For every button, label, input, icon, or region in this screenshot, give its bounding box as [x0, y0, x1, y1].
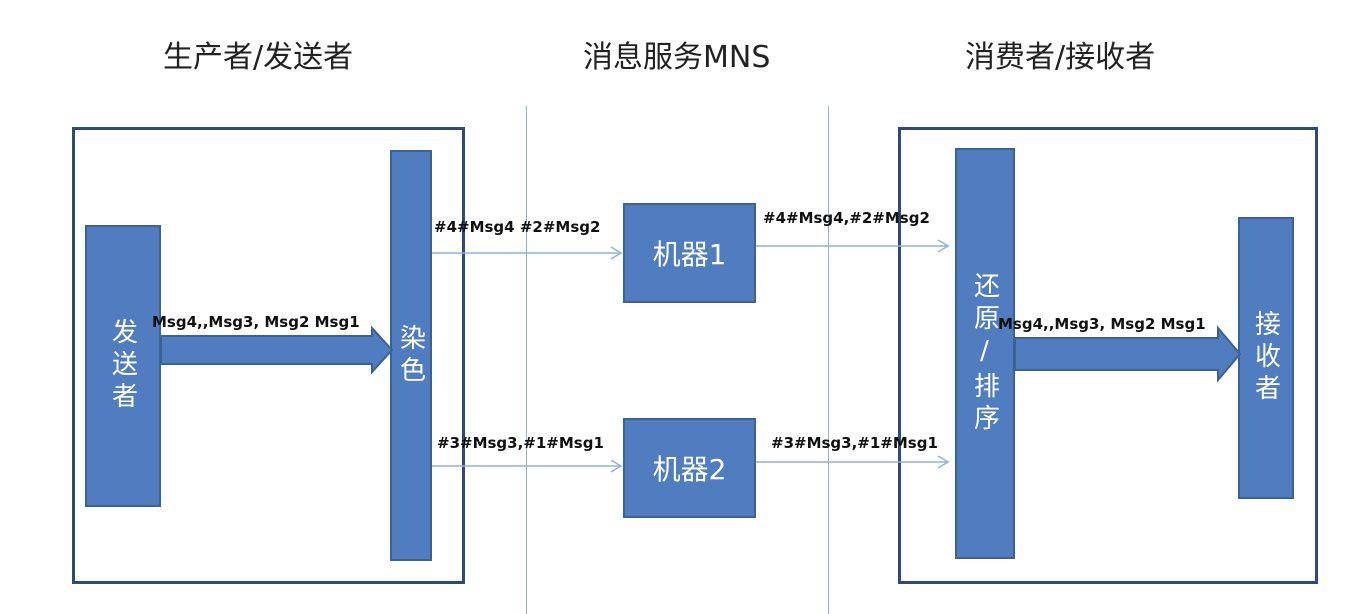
sender-to-dye-label: Msg4,,Msg3, Msg2 Msg1: [152, 313, 360, 331]
machine2-label: 机器2: [652, 453, 727, 486]
m2-to-restore-label: #3#Msg3,#1#Msg1: [771, 434, 938, 452]
sender-block: 发送者: [85, 225, 161, 507]
restore-sort-block: 还原/排序: [955, 148, 1015, 559]
sender-block-label: 发送者: [107, 318, 138, 414]
mns-left-divider: [526, 106, 527, 614]
service-heading: 消息服务MNS: [583, 40, 771, 75]
dye-block-label: 染色: [395, 323, 426, 388]
mns-right-divider: [828, 106, 829, 614]
consumer-heading: 消费者/接收者: [965, 40, 1156, 75]
restore-to-receiver-arrow: [1014, 325, 1242, 383]
receiver-block: 接收者: [1238, 217, 1294, 499]
machine2-block: 机器2: [623, 418, 756, 518]
producer-heading: 生产者/发送者: [163, 40, 354, 75]
dye-to-m2-label: #3#Msg3,#1#Msg1: [437, 434, 604, 452]
restore-sort-block-label: 还原/排序: [969, 271, 1000, 436]
dye-block: 染色: [390, 150, 432, 561]
machine1-label: 机器1: [652, 238, 727, 271]
sender-to-dye-arrow: [160, 325, 394, 375]
m1-to-restore-label: #4#Msg4,#2#Msg2: [763, 209, 930, 227]
dye-to-m1-label: #4#Msg4 #2#Msg2: [434, 218, 601, 236]
receiver-block-label: 接收者: [1250, 310, 1281, 406]
machine1-block: 机器1: [623, 203, 756, 303]
restore-to-receiver-label: Msg4,,Msg3, Msg2 Msg1: [998, 315, 1206, 333]
